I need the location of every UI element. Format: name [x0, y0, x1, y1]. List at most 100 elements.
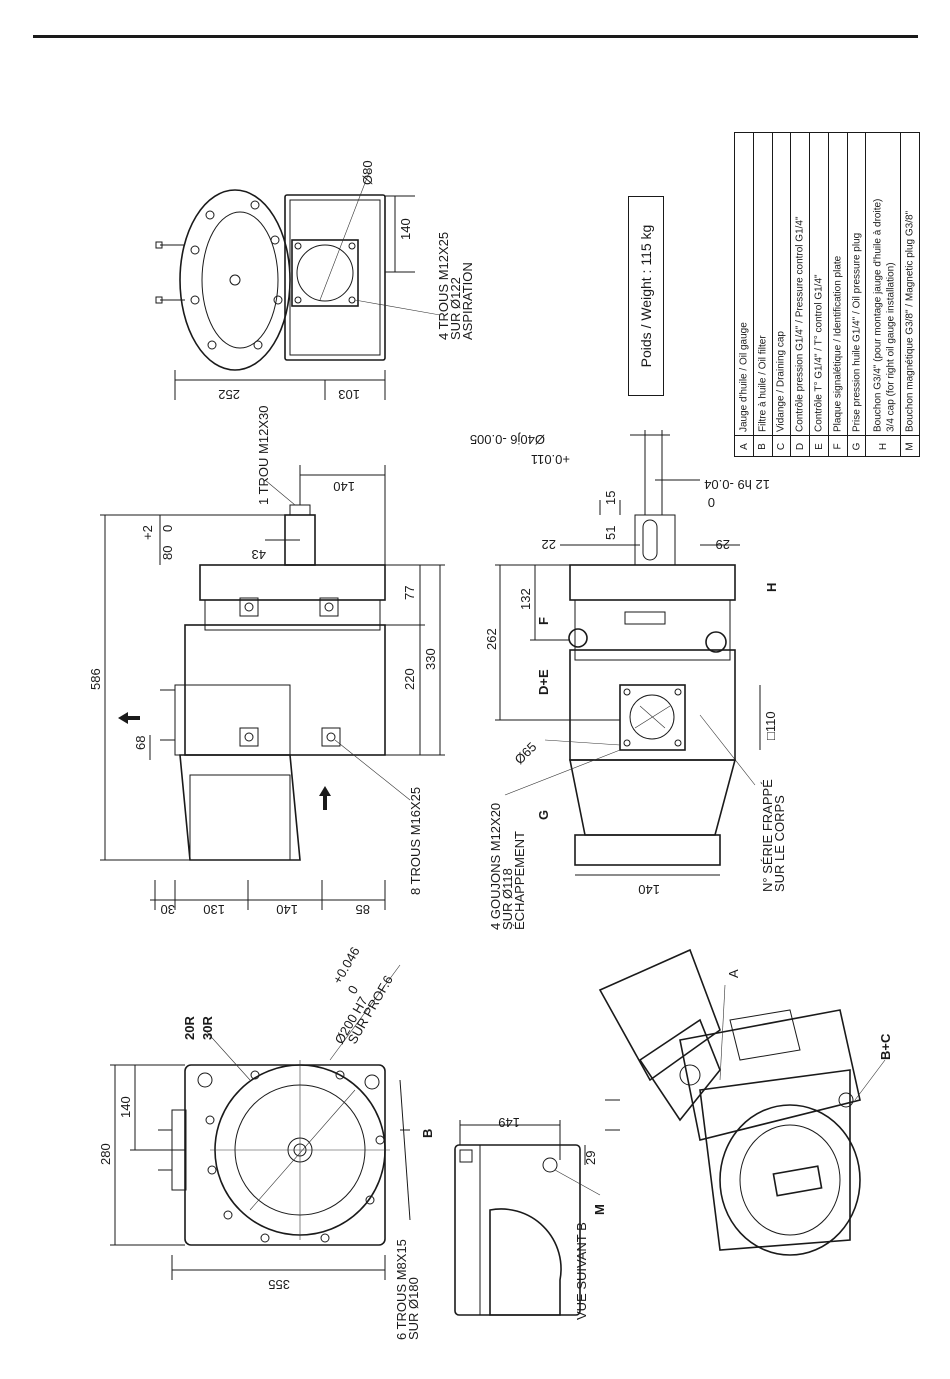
dim-12h9-label: 12 h9 -0.04: [704, 477, 770, 492]
top-rule: [33, 35, 918, 38]
dim-586-label: 586: [88, 668, 103, 690]
weight-label: Poids / Weight : 115 kg: [638, 224, 654, 368]
goujons-label-3: ÉCHAPPEMENT: [512, 831, 527, 930]
dia-80-label: Ø80: [360, 160, 375, 185]
label-a: A: [726, 969, 741, 978]
dim-140-label: 140: [118, 1096, 133, 1118]
dim-140-label: 140: [398, 218, 413, 240]
dim-130-label: 130: [203, 902, 225, 917]
dim-77-label: 77: [402, 586, 417, 600]
trou-label: 1 TROU M12X30: [256, 406, 271, 505]
dim-330-label: 330: [423, 648, 438, 670]
dim-30-label: 30: [161, 902, 175, 917]
legend-text: Prise pression huile G1/4" / Oil pressur…: [851, 232, 863, 432]
weight-box: Poids / Weight : 115 kg: [628, 196, 664, 396]
goujons-label-2: SUR Ø118: [500, 868, 515, 930]
label-bc: B+C: [878, 1033, 893, 1060]
legend-row: Filtre à huile / Oil filter B: [753, 133, 773, 456]
legend-key: H: [877, 442, 889, 450]
holes-m8-label-2: SUR Ø180: [406, 1277, 421, 1340]
holes-label-1: 4 TROUS M12X25: [436, 232, 451, 340]
dim-262-label: 262: [484, 628, 499, 650]
tol-plus2-label: +2: [140, 525, 155, 540]
dim-110-label: □110: [763, 711, 778, 740]
dia-65-label: Ø65: [512, 739, 540, 767]
legend-text: Contrôle pression G1/4" / Pressure contr…: [794, 216, 806, 432]
dim-51-label: 51: [603, 526, 618, 540]
label-h: H: [764, 583, 779, 592]
dim-149-label: 149: [498, 1115, 520, 1130]
legend-key: M: [904, 441, 916, 451]
legend-text: Vidange / Draining cap: [775, 331, 787, 432]
legend-text: Bouchon magnétique G3/8" / Magnetic plug…: [904, 210, 916, 432]
legend-key: G: [851, 442, 863, 450]
label-f: F: [536, 617, 551, 625]
legend-row: Bouchon G3/4" (pour montage jauge d'huil…: [866, 133, 902, 456]
legend-key: C: [775, 442, 787, 450]
dim-140-top-label: 140: [333, 479, 355, 494]
label-g: G: [536, 810, 551, 820]
dim-80-label: 80: [160, 546, 175, 560]
dia-40-tol-label: +0.011: [531, 452, 570, 467]
dim-43-label: 43: [252, 547, 266, 562]
legend-row: Bouchon magnétique G3/8" / Magnetic plug…: [901, 133, 920, 456]
front-view: 20R 30R Ø200 H7 +0.046 0 SUR PROF.6 280 …: [98, 944, 435, 1340]
legend-text: Bouchon G3/4" (pour montage jauge d'huil…: [872, 198, 884, 432]
dim-280-label: 280: [98, 1143, 113, 1165]
dia-200-tol1-label: +0.046: [330, 944, 363, 986]
legend-text: Jauge d'huile / Oil gauge: [738, 322, 750, 432]
legend-row: Vidange / Draining cap C: [772, 133, 792, 456]
legend-key: A: [738, 442, 750, 450]
dim-132-label: 132: [518, 588, 533, 610]
label-30r: 30R: [200, 1016, 215, 1040]
iso-view: A B+C: [598, 948, 893, 1256]
legend-text: Contrôle T° G1/4" / T° control G1/4": [813, 274, 825, 432]
legend-row: Jauge d'huile / Oil gauge A: [735, 133, 754, 456]
dim-15-label: 15: [603, 491, 618, 505]
label-b: B: [420, 1129, 435, 1138]
legend-key: D: [794, 442, 806, 450]
dim-29-label: 29: [716, 537, 730, 552]
legend-row: Contrôle T° G1/4" / T° control G1/4" E: [810, 133, 829, 456]
legend-text-2: 3/4 cap (for right oil gauge installatio…: [885, 262, 897, 432]
serie-label-2: SUR LE CORPS: [772, 795, 787, 892]
legend-key: B: [757, 442, 769, 450]
dia-200-tol2-label: 0: [345, 983, 362, 997]
dim-29-label: 29: [583, 1151, 598, 1165]
holes-label-2: SUR Ø122: [448, 277, 463, 340]
shaft-view: Ø40j6 -0.005 +0.011 15 51 22 29 12 h9 -0…: [470, 430, 787, 930]
label-20r: 20R: [182, 1016, 197, 1040]
legend-row: Contrôle pression G1/4" / Pressure contr…: [791, 133, 811, 456]
dim-103-label: 103: [338, 387, 360, 402]
goujons-label-1: 4 GOUJONS M12X20: [488, 803, 503, 930]
label-m: M: [592, 1204, 607, 1215]
dim-252-label: 252: [218, 387, 240, 402]
vue-suivant-b-label: VUE SUIVANT B: [574, 1222, 589, 1320]
legend-table: Jauge d'huile / Oil gauge A Filtre à hui…: [734, 132, 920, 457]
serie-label-1: N° SÉRIE FRAPPÉ: [760, 779, 775, 892]
legend-key: E: [813, 442, 825, 450]
dim-12h9-0-label: 0: [708, 495, 715, 510]
legend-key: F: [832, 442, 844, 450]
dim-68-label: 68: [133, 736, 148, 750]
dim-85-label: 85: [356, 902, 370, 917]
dim-22-label: 22: [542, 537, 556, 552]
holes-m16-label: 8 TROUS M16X25: [408, 787, 423, 895]
dia-40-label: Ø40j6 -0.005: [470, 432, 545, 447]
holes-label-3: ASPIRATION: [460, 262, 475, 340]
side-view: 1 TROU M12X30 140 +2 0 80 43 586 77 220 …: [88, 406, 445, 917]
dim-355-label: 355: [268, 1277, 290, 1292]
legend-row: Prise pression huile G1/4" / Oil pressur…: [847, 133, 867, 456]
legend-text: Plaque signalétique / Identification pla…: [832, 255, 844, 432]
tol-0-label: 0: [160, 525, 175, 532]
view-b: 149 29 M VUE SUIVANT B: [454, 1115, 607, 1320]
dim-140-label: 140: [638, 882, 660, 897]
label-de: D+E: [536, 669, 551, 695]
legend-text: Filtre à huile / Oil filter: [757, 335, 769, 432]
dim-220-label: 220: [402, 668, 417, 690]
top-view: Ø80 140 252 103 4 TROUS M12X25 SUR Ø122 …: [155, 160, 475, 402]
legend-row: Plaque signalétique / Identification pla…: [828, 133, 848, 456]
dim-140-bottom-label: 140: [276, 902, 298, 917]
